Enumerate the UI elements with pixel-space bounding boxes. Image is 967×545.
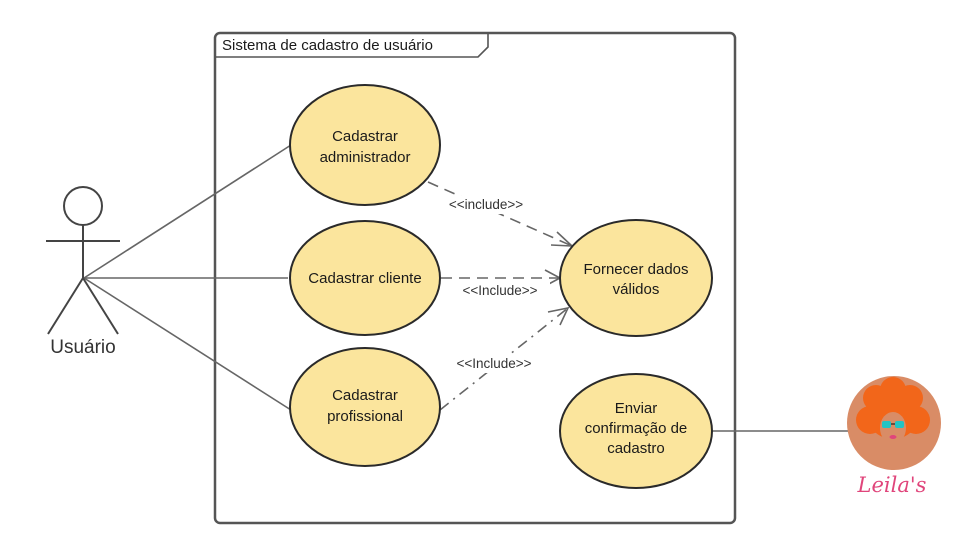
use-case-enviar-line-3: cadastro: [607, 440, 665, 457]
actor-head: [63, 186, 103, 226]
actor-label: Usuário: [50, 337, 115, 358]
include-arrow-profissional: [547, 306, 570, 326]
use-case-profissional: Cadastrar profissional: [289, 347, 441, 467]
use-case-cliente-label: Cadastrar cliente: [308, 270, 421, 287]
use-case-enviar-line-1: Enviar: [615, 400, 658, 417]
include-label-profissional: <<Include>>: [456, 356, 531, 371]
avatar-icon: [847, 376, 941, 470]
use-case-cliente: Cadastrar cliente: [289, 220, 441, 336]
use-case-admin: Cadastrar administrador: [289, 84, 441, 206]
use-case-fornecer-line-2: válidos: [613, 281, 660, 298]
use-case-admin-line-2: administrador: [320, 149, 411, 166]
actor-associations: [83, 144, 850, 432]
actor-right-leg: [82, 277, 119, 335]
use-case-enviar: Enviar confirmação de cadastro: [559, 373, 713, 489]
use-case-admin-line-1: Cadastrar: [332, 128, 398, 145]
use-case-profissional-line-2: profissional: [327, 408, 403, 425]
include-label-cliente: <<Include>>: [462, 283, 537, 298]
association-profissional: [83, 277, 292, 411]
use-case-enviar-line-2: confirmação de: [585, 420, 688, 437]
association-admin: [83, 144, 292, 279]
use-case-profissional-line-1: Cadastrar: [332, 387, 398, 404]
logo-text: Leila's: [857, 473, 927, 497]
actor-usuario: [46, 186, 120, 335]
system-title: Sistema de cadastro de usuário: [222, 37, 433, 54]
include-label-admin: <<include>>: [449, 197, 523, 212]
use-case-fornecer-line-1: Fornecer dados: [583, 261, 688, 278]
use-case-fornecer: Fornecer dados válidos: [559, 219, 713, 337]
actor-left-leg: [47, 277, 84, 335]
